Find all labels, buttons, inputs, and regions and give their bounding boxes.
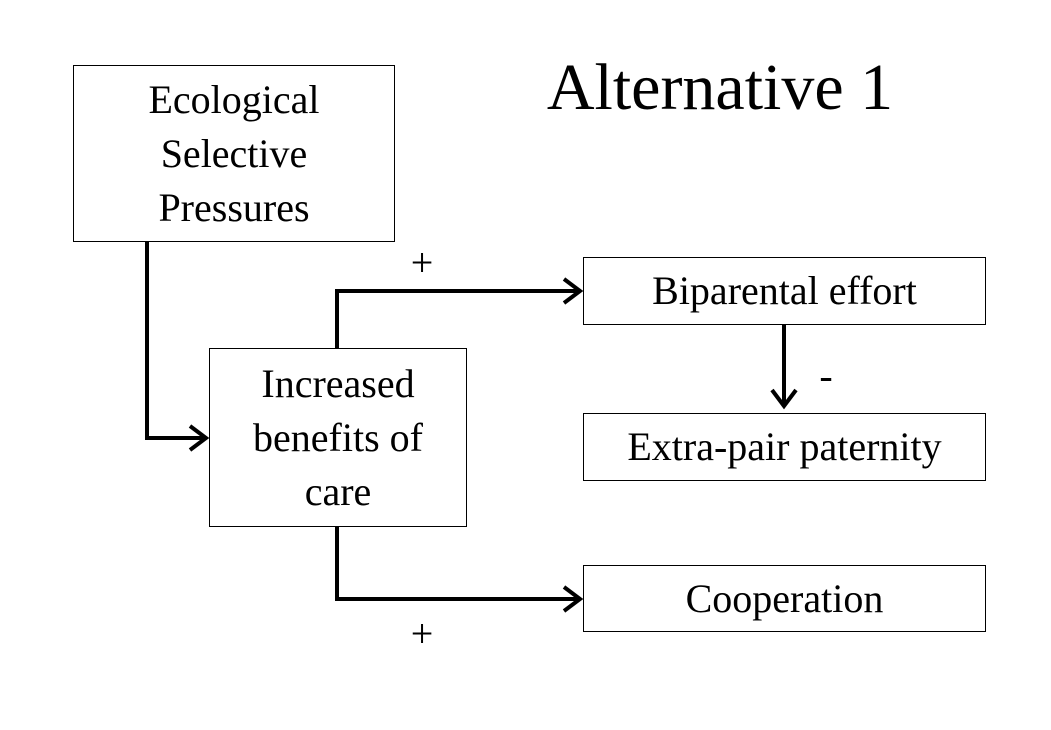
extra-pair-paternity-label: Extra-pair paternity bbox=[627, 424, 942, 469]
increased-benefits-label: Increased benefits of care bbox=[253, 360, 423, 514]
extra-pair-paternity-box: Extra-pair paternity bbox=[583, 413, 986, 481]
cooperation-label: Cooperation bbox=[685, 575, 884, 621]
diagram-title: Alternative 1 bbox=[546, 51, 894, 124]
arrow-ecological-to-care bbox=[145, 242, 203, 440]
negative-sign-extra-pair: - bbox=[819, 353, 833, 398]
arrowhead-care-to-biparental bbox=[562, 277, 584, 305]
arrow-care-to-cooperation bbox=[335, 527, 577, 601]
arrowhead-ecological-to-care bbox=[188, 424, 210, 452]
arrow-care-to-biparental bbox=[335, 289, 577, 348]
biparental-effort-label: Biparental effort bbox=[652, 268, 917, 313]
increased-benefits-box: Increased benefits of care bbox=[209, 348, 467, 527]
arrowhead-care-to-cooperation bbox=[562, 585, 584, 613]
ecological-pressures-box: Ecological Selective Pressures bbox=[73, 65, 395, 242]
biparental-effort-box: Biparental effort bbox=[583, 257, 986, 325]
cooperation-box: Cooperation bbox=[583, 565, 986, 632]
positive-sign-cooperation: + bbox=[410, 611, 434, 656]
positive-sign-biparental: + bbox=[410, 240, 434, 285]
ecological-pressures-label: Ecological Selective Pressures bbox=[148, 76, 320, 230]
arrowhead-biparental-to-extra-pair bbox=[770, 388, 798, 410]
